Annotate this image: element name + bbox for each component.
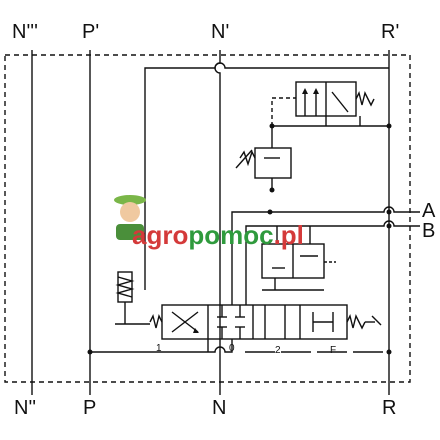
pressure-line [90, 339, 233, 353]
position-label-2: 2 [275, 345, 281, 356]
port-label-a: A [422, 200, 436, 222]
top-return-line [144, 62, 389, 290]
line-b [245, 220, 420, 305]
position-label-0: 0 [229, 343, 235, 354]
position-label-f: F [330, 345, 337, 356]
port-label-p-prime: P' [82, 21, 100, 43]
dashed-boundary [4, 54, 411, 383]
port-label-n-prime: N' [211, 21, 230, 43]
relief-valve [254, 147, 292, 179]
port-label-n3: N''' [12, 21, 38, 43]
spool-spring-left [149, 313, 163, 329]
port-label-p: P [83, 397, 97, 419]
port-label-n2: N'' [14, 397, 37, 419]
mascot-icon [114, 195, 146, 240]
arrow-up-icon [302, 88, 308, 94]
pilot-line [271, 97, 296, 126]
port-label-r-prime: R' [381, 21, 400, 43]
arrow-head-icon [193, 328, 199, 333]
detent-spring [115, 276, 135, 298]
port-label-n: N [212, 397, 227, 419]
port-label-b: B [422, 220, 436, 242]
arrow-up-icon [313, 88, 319, 94]
position-label-1: 1 [156, 343, 162, 354]
line-a [231, 206, 420, 305]
watermark-part-1: agro [132, 220, 189, 250]
port-label-r: R [382, 397, 397, 419]
spool-spring-right [346, 313, 366, 330]
watermark-part-2: pomoc [188, 220, 274, 250]
watermark: agropomoc.pl [132, 222, 304, 248]
watermark-part-3: .pl [273, 220, 304, 250]
